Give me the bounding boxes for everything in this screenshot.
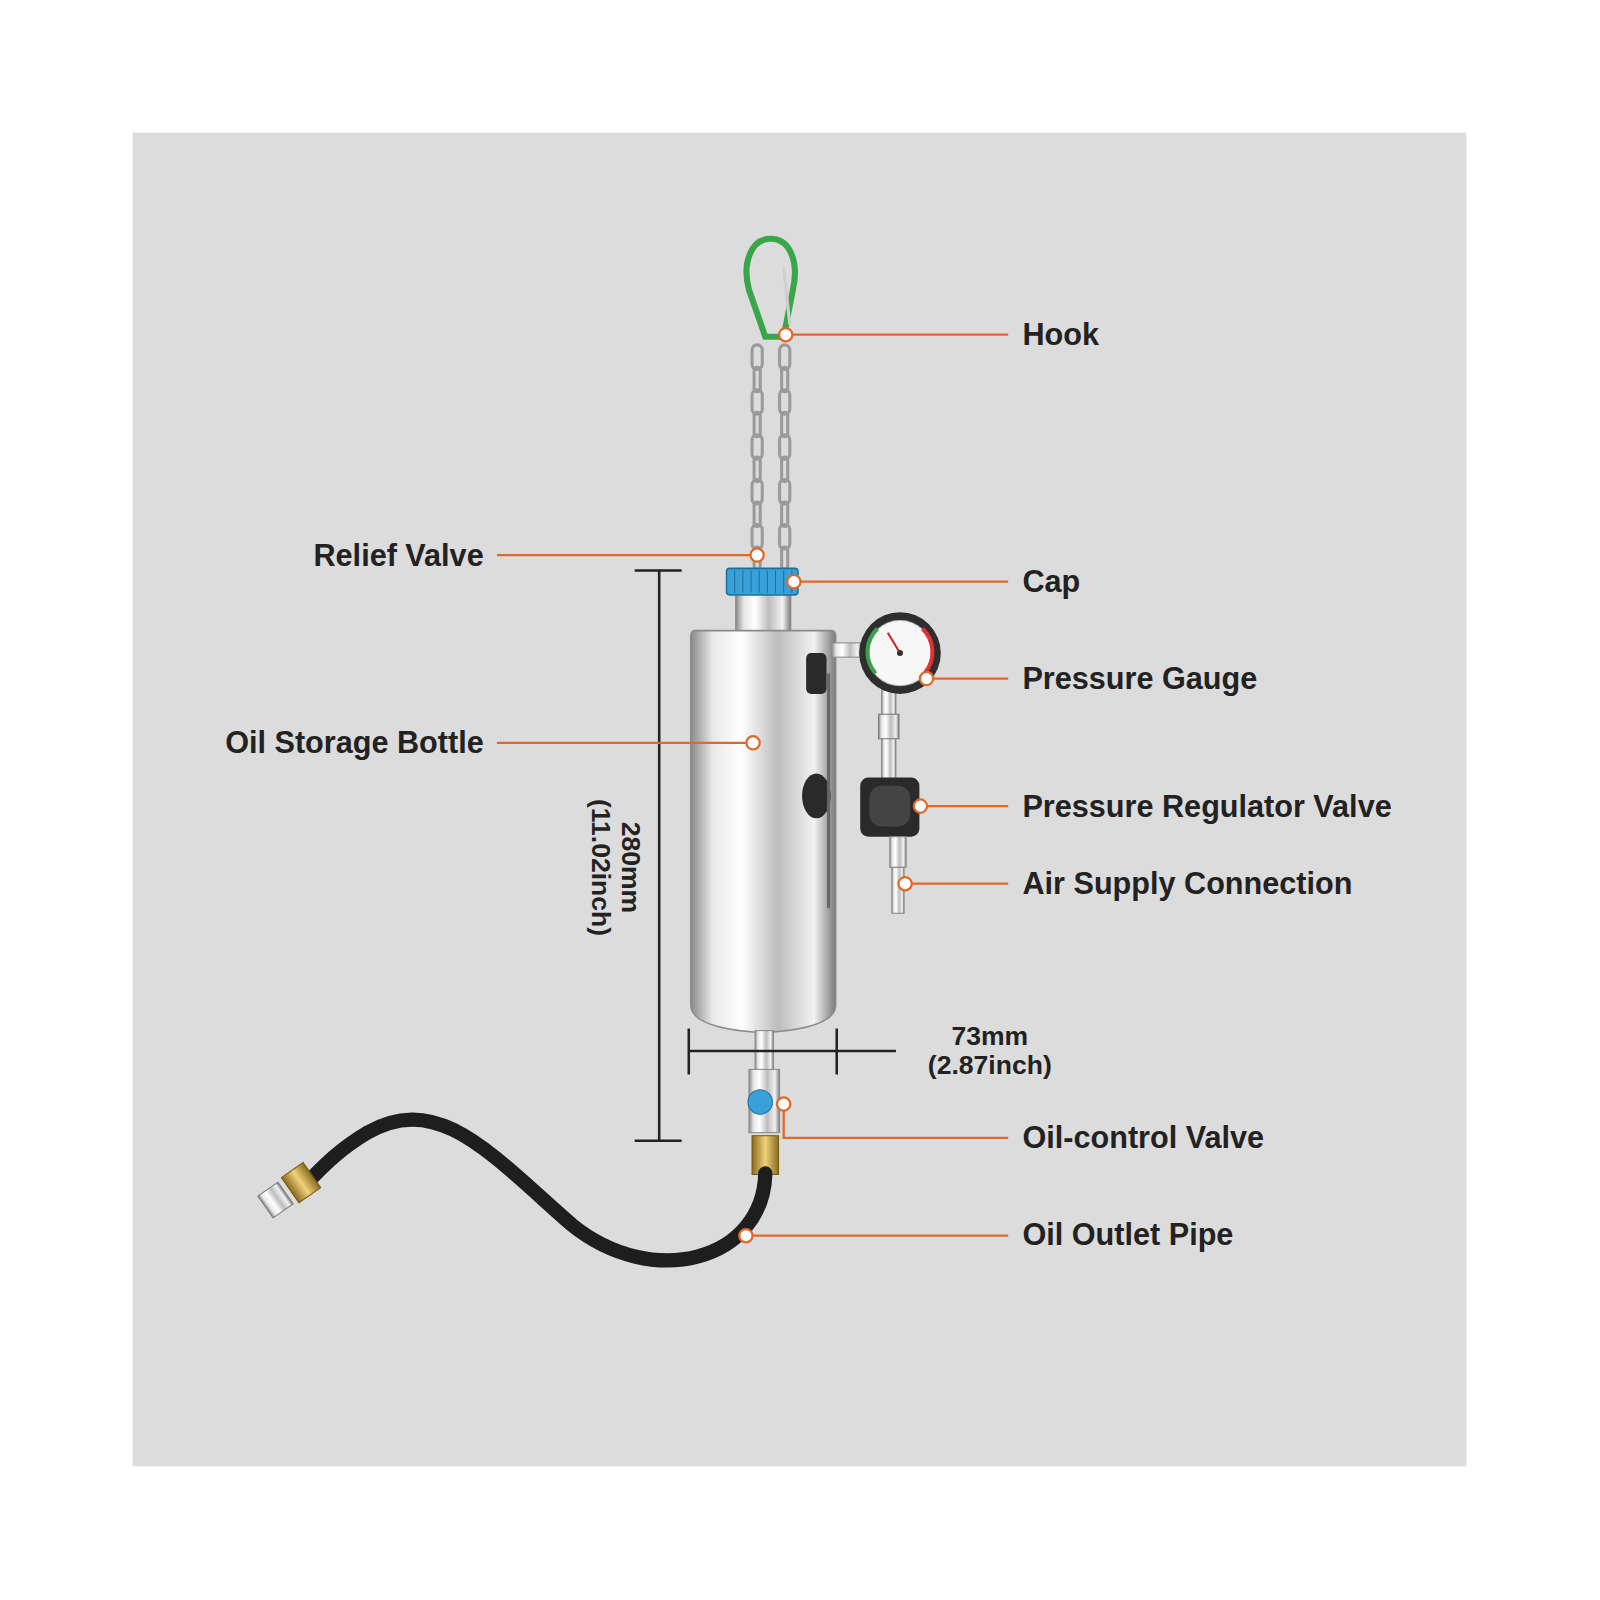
part-label: Pressure Gauge [1022,662,1257,696]
gauge-scale-red [922,629,932,674]
bracket [806,653,826,694]
gauge-pivot [897,650,903,656]
gauge-needle [888,633,900,653]
carabiner-gate [784,267,790,324]
sight-tube [827,673,830,908]
oil-storage-bottle [691,631,836,1033]
bracket-knob [802,773,831,818]
pressure-regulator-valve [860,778,919,837]
leader-lines [497,335,1008,1236]
part-label: Cap [1022,565,1080,599]
gauge-scale [868,629,878,674]
panel [133,133,1467,1467]
hose-coupler [258,1182,293,1218]
bottle-neck [736,594,791,633]
part-label: Oil-control Valve [1022,1121,1264,1155]
dimension-label: 280mm (11.02inch) [586,791,645,944]
gauge-pipe [832,643,863,657]
gauge-bezel [859,612,941,694]
chain [752,345,790,569]
dimension-lines [635,570,896,1140]
part-label: Hook [1022,318,1099,352]
dimension-label: 73mm (2.87inch) [906,1021,1074,1080]
part-label: Pressure Regulator Valve [1022,789,1391,823]
part-label: Air Supply Connection [1022,867,1352,901]
gauge-face [867,620,932,685]
part-label: Relief Valve [313,538,483,572]
hex-fitting [879,714,899,738]
part-label: Oil Outlet Pipe [1022,1218,1233,1252]
cap-knurl [735,570,792,592]
air-fitting [890,837,906,868]
oil-outlet-pipe [306,1120,765,1261]
regulator-knob [869,786,910,827]
carabiner [747,239,795,337]
leader-dots [739,328,933,1242]
part-label: Oil Storage Bottle [225,725,484,759]
oil-control-valve [748,1090,772,1114]
